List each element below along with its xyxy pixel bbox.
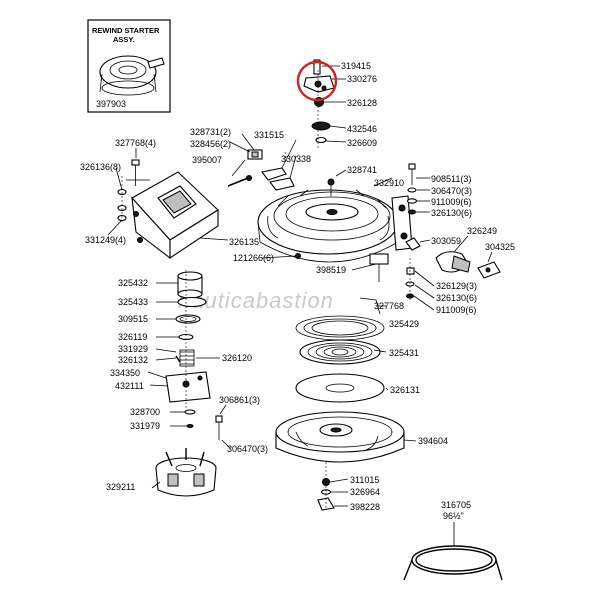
label-319415: 319415 <box>341 61 371 71</box>
starter-housing <box>257 169 413 282</box>
label-328456: 328456(2) <box>190 139 231 149</box>
label-331515: 331515 <box>254 130 284 140</box>
label-328731: 328731(2) <box>190 127 231 137</box>
label-328700: 328700 <box>130 407 160 417</box>
label-327768-4: 327768(4) <box>115 138 156 148</box>
rope-guide-bracket <box>107 148 229 260</box>
label-331929: 331929 <box>118 344 148 354</box>
label-326120: 326120 <box>222 353 252 363</box>
label-911009-top: 911009(6) <box>431 197 471 207</box>
cup-spring-stack <box>147 270 231 449</box>
label-326131: 326131 <box>390 385 420 395</box>
right-fasteners <box>405 163 501 311</box>
label-395007: 395007 <box>192 155 222 165</box>
part-326609 <box>315 136 327 144</box>
label-306470-top: 306470(3) <box>431 186 472 196</box>
label-303059: 303059 <box>431 236 461 246</box>
pawl-group <box>296 59 347 150</box>
label-432111: 432111 <box>115 381 144 391</box>
label-394604: 394604 <box>418 436 448 446</box>
label-316705: 316705 <box>441 500 471 510</box>
label-327768-single: 327768 <box>374 301 404 311</box>
label-325429: 325429 <box>389 319 419 329</box>
part-432546 <box>311 121 331 131</box>
label-326136: 326136(8) <box>80 162 121 172</box>
label-306861: 306861(3) <box>219 395 260 405</box>
brake-spring-clips <box>227 133 297 191</box>
drive-cup <box>151 448 217 497</box>
label-326130-bottom: 326130(6) <box>436 293 477 303</box>
label-325432: 325432 <box>118 278 148 288</box>
label-326130-top: 326130(6) <box>431 208 472 218</box>
label-326129: 326129(3) <box>436 281 477 291</box>
inset-starter-thumbnail <box>99 55 165 96</box>
label-326135: 326135 <box>229 237 259 247</box>
part-number-labels: 319415 330276 326128 432546 326609 32873… <box>80 61 515 521</box>
label-309515: 309515 <box>118 314 148 324</box>
label-325433: 325433 <box>118 297 148 307</box>
rewind-starter-assy-inset: REWIND STARTER ASSY. 397903 <box>87 19 171 113</box>
label-326249: 326249 <box>467 226 497 236</box>
label-328741: 328741 <box>347 165 377 175</box>
inset-part-number: 397903 <box>96 99 126 109</box>
label-326119: 326119 <box>118 332 147 342</box>
label-331979: 331979 <box>130 421 160 431</box>
label-311015: 311015 <box>350 475 379 485</box>
starter-rope <box>403 522 503 581</box>
label-121266: 121266(6) <box>233 253 274 263</box>
label-304325: 304325 <box>485 242 515 252</box>
label-398228: 398228 <box>350 502 380 512</box>
label-316705-length: 96½" <box>443 511 464 521</box>
label-326128: 326128 <box>347 98 377 108</box>
label-911009-bottom: 911009(6) <box>436 305 476 315</box>
label-306470-bottom: 306470(3) <box>227 444 268 454</box>
label-332910: 332910 <box>374 178 404 188</box>
pulley-stack <box>275 297 417 511</box>
label-326132: 326132 <box>118 355 148 365</box>
label-908511: 908511(3) <box>431 174 471 184</box>
label-326609: 326609 <box>347 138 377 148</box>
label-331249: 331249(4) <box>85 235 126 245</box>
label-330276: 330276 <box>347 74 377 84</box>
label-325431: 325431 <box>389 348 419 358</box>
label-326964: 326964 <box>350 487 380 497</box>
part-319415 <box>313 59 321 75</box>
label-334350: 334350 <box>110 368 140 378</box>
inset-title-line1: REWIND STARTER <box>92 26 160 35</box>
label-329211: 329211 <box>106 482 135 492</box>
label-432546: 432546 <box>347 124 377 134</box>
inset-title-line2: ASSY. <box>113 35 135 44</box>
highlight-circle <box>296 60 338 102</box>
label-398519: 398519 <box>316 265 346 275</box>
label-330338: 330338 <box>281 154 311 164</box>
